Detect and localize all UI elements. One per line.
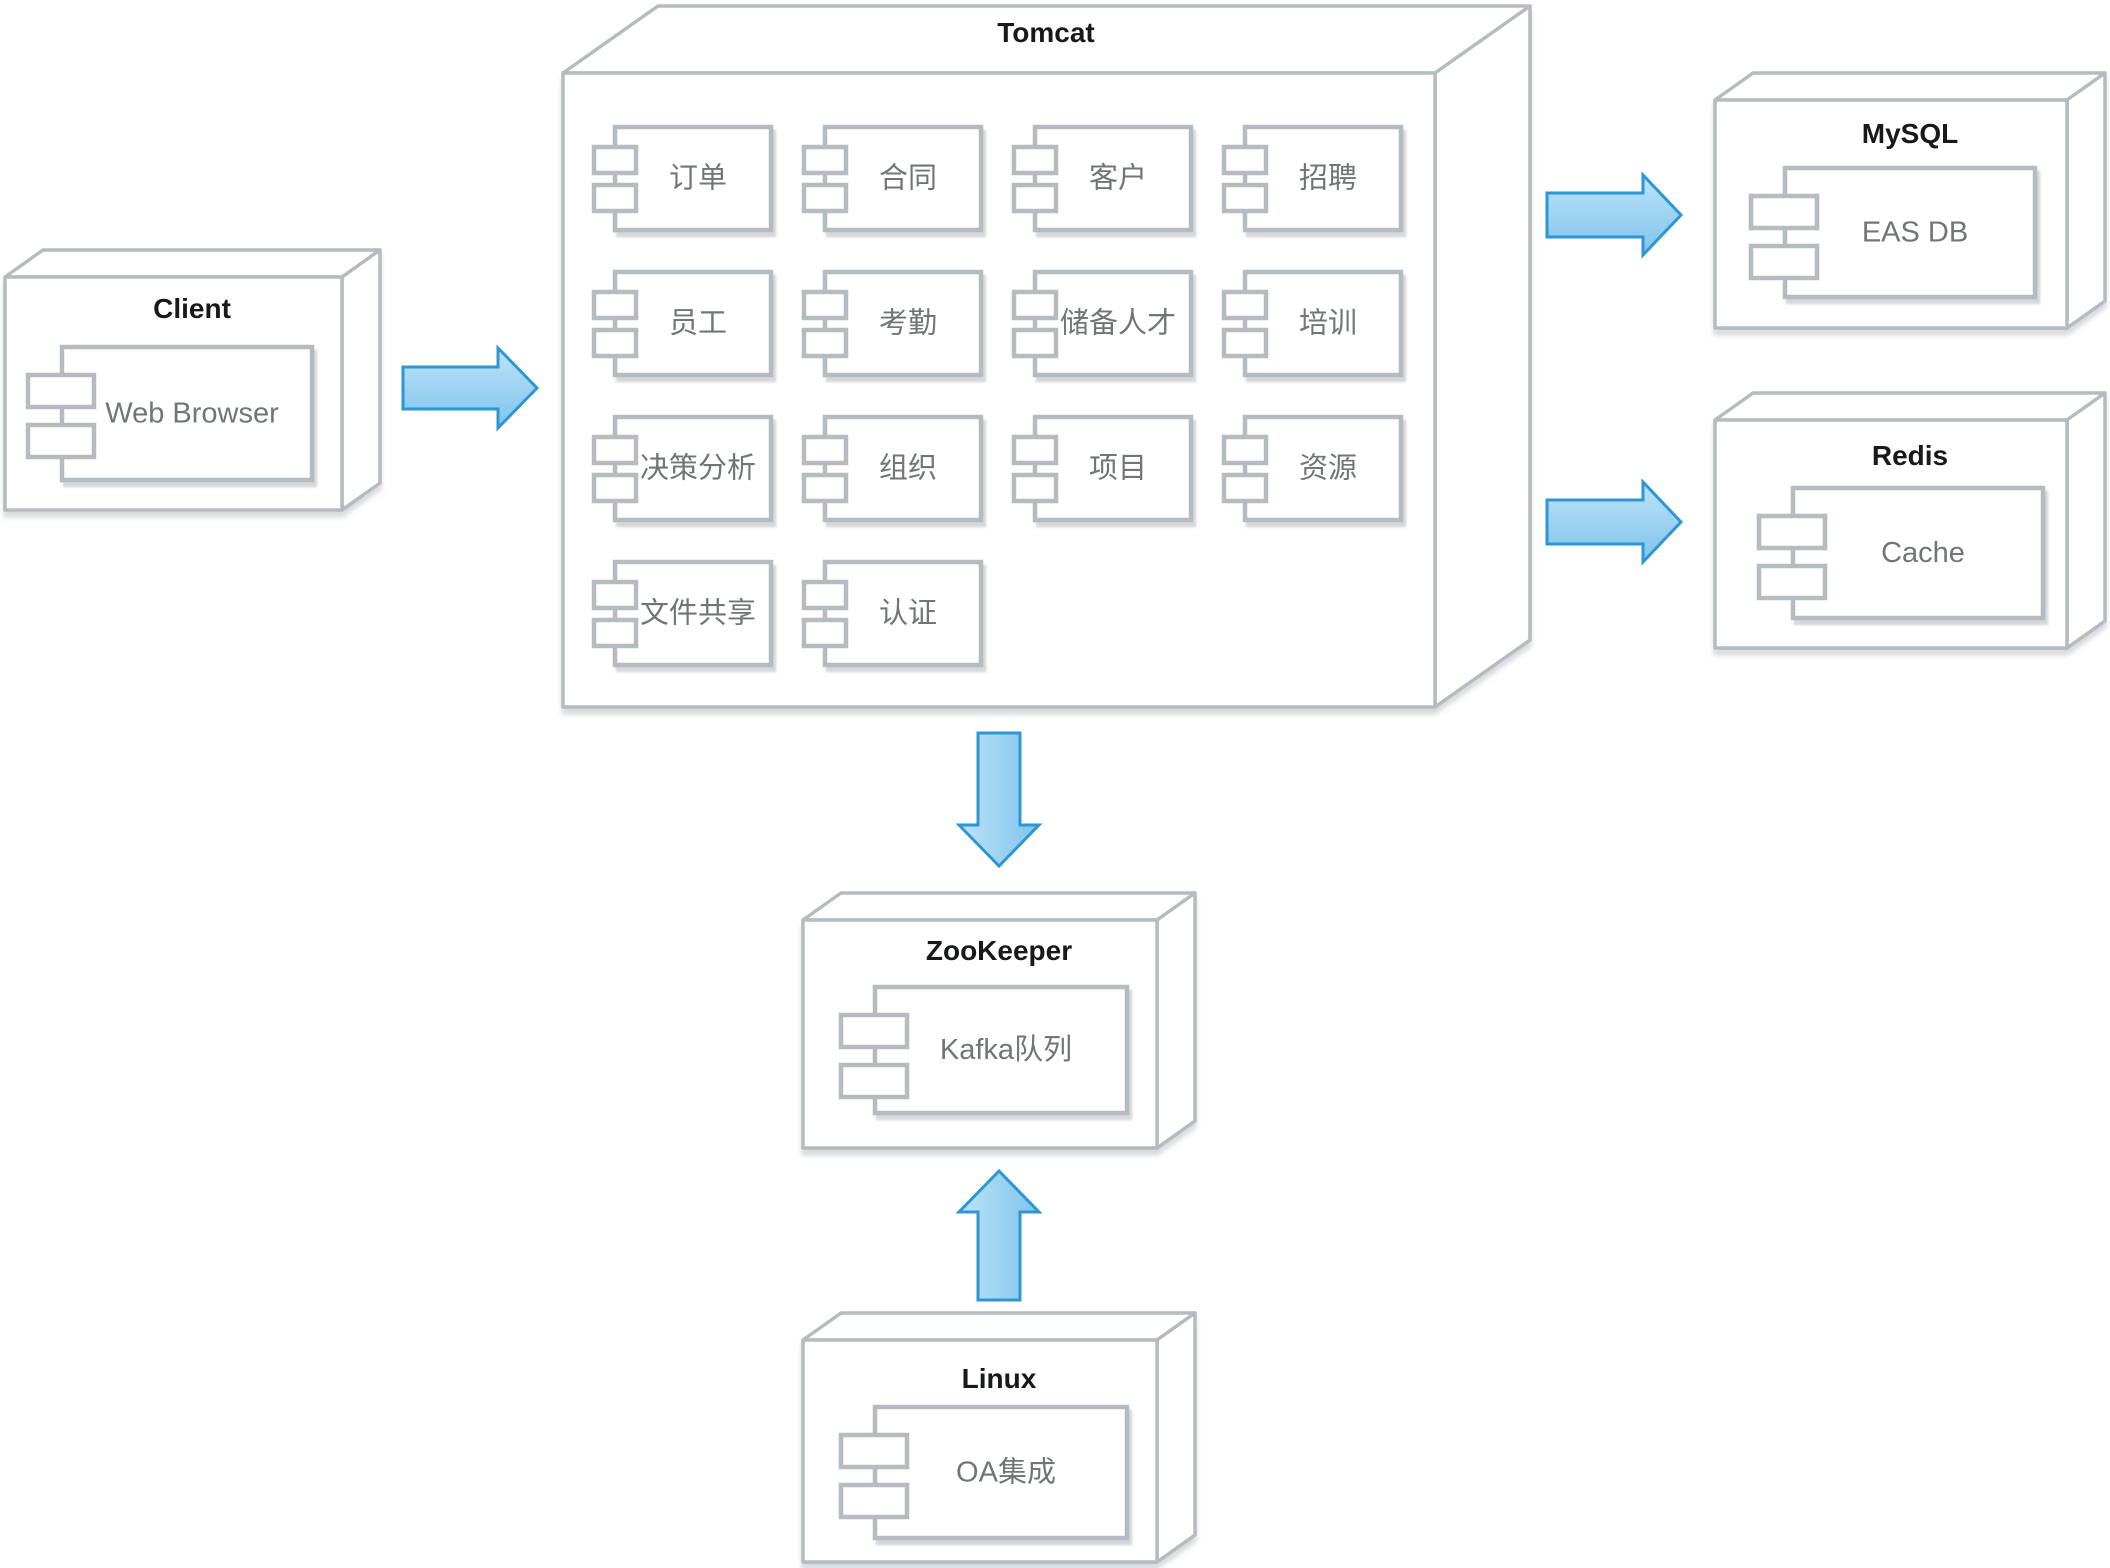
node-zookeeper-title: ZooKeeper xyxy=(926,935,1072,966)
component-oa-integration: OA集成 xyxy=(838,1404,1130,1541)
component-web-browser: Web Browser xyxy=(25,344,315,483)
component-port-tab xyxy=(1221,472,1269,504)
component-label: 文件共享 xyxy=(640,597,756,630)
component-port-tab xyxy=(591,327,639,359)
component-tomcat-1: 合同 xyxy=(801,124,984,233)
component-label: 组织 xyxy=(879,452,937,485)
component-tomcat-3: 招聘 xyxy=(1221,124,1404,233)
component-label: 资源 xyxy=(1299,452,1357,485)
component-port-tab xyxy=(1221,327,1269,359)
component-tomcat-12: 文件共享 xyxy=(591,559,774,668)
arrow-linux-to-zookeeper xyxy=(955,1168,1043,1302)
component-tomcat-4: 员工 xyxy=(591,269,774,378)
component-port-tab xyxy=(1221,434,1269,466)
component-label: OA集成 xyxy=(956,1456,1056,1489)
node-redis-title: Redis xyxy=(1872,440,1948,471)
component-tomcat-6: 储备人才 xyxy=(1011,269,1194,378)
component-port-tab xyxy=(1011,434,1059,466)
component-port-tab xyxy=(801,579,849,611)
component-label: 订单 xyxy=(669,162,727,195)
component-port-tab xyxy=(1221,144,1269,176)
arrow-tomcat-to-redis xyxy=(1545,478,1684,566)
component-port-tab xyxy=(1011,289,1059,321)
component-tomcat-8: 决策分析 xyxy=(591,414,774,523)
component-port-tab xyxy=(838,1482,910,1520)
component-label: 培训 xyxy=(1299,307,1357,340)
component-port-tab xyxy=(1011,182,1059,214)
component-tomcat-13: 认证 xyxy=(801,559,984,668)
component-tomcat-11: 资源 xyxy=(1221,414,1404,523)
component-port-tab xyxy=(801,472,849,504)
component-cache: Cache xyxy=(1756,485,2046,621)
component-label: Web Browser xyxy=(105,398,279,430)
component-port-tab xyxy=(801,182,849,214)
component-label: Kafka队列 xyxy=(940,1033,1072,1066)
component-port-tab xyxy=(801,617,849,649)
component-port-tab xyxy=(591,182,639,214)
component-port-tab xyxy=(25,422,97,460)
component-port-tab xyxy=(838,1062,910,1100)
component-tomcat-5: 考勤 xyxy=(801,269,984,378)
component-port-tab xyxy=(1221,182,1269,214)
component-label: 员工 xyxy=(669,308,727,340)
node-tomcat xyxy=(561,4,1532,709)
component-label: 项目 xyxy=(1089,453,1147,485)
component-port-tab xyxy=(591,289,639,321)
component-port-tab xyxy=(1221,289,1269,321)
node-linux-title: Linux xyxy=(962,1363,1037,1394)
component-port-tab xyxy=(1011,327,1059,359)
arrow-tomcat-to-zookeeper xyxy=(955,731,1043,869)
component-port-tab xyxy=(801,144,849,176)
component-port-tab xyxy=(25,372,97,410)
component-port-tab xyxy=(591,579,639,611)
node-tomcat-title: Tomcat xyxy=(997,17,1095,48)
component-tomcat-0: 订单 xyxy=(591,124,774,233)
component-tomcat-10: 项目 xyxy=(1011,414,1194,523)
component-port-tab xyxy=(1756,513,1828,551)
component-port-tab xyxy=(591,617,639,649)
component-label: 客户 xyxy=(1089,162,1147,195)
component-port-tab xyxy=(591,434,639,466)
component-label: 考勤 xyxy=(879,307,937,340)
component-label: 储备人才 xyxy=(1060,307,1176,340)
node-client-title: Client xyxy=(153,293,231,324)
component-label: 认证 xyxy=(879,597,937,630)
component-label: 决策分析 xyxy=(640,452,756,485)
component-tomcat-2: 客户 xyxy=(1011,124,1194,233)
arrow-tomcat-to-mysql xyxy=(1545,171,1684,259)
component-label: EAS DB xyxy=(1862,217,1968,249)
component-port-tab xyxy=(591,472,639,504)
component-kafka-queue: Kafka队列 xyxy=(838,984,1130,1116)
component-tomcat-9: 组织 xyxy=(801,414,984,523)
component-port-tab xyxy=(801,327,849,359)
component-port-tab xyxy=(1756,563,1828,601)
component-port-tab xyxy=(838,1012,910,1050)
component-eas-db: EAS DB xyxy=(1748,165,2038,300)
component-port-tab xyxy=(1011,144,1059,176)
component-tomcat-7: 培训 xyxy=(1221,269,1404,378)
component-port-tab xyxy=(1748,243,1820,281)
component-port-tab xyxy=(1748,193,1820,231)
component-port-tab xyxy=(801,434,849,466)
component-port-tab xyxy=(801,289,849,321)
component-label: 合同 xyxy=(879,162,937,195)
component-label: Cache xyxy=(1881,537,1965,569)
node-mysql-title: MySQL xyxy=(1862,118,1958,149)
component-label: 招聘 xyxy=(1299,162,1357,195)
component-port-tab xyxy=(1011,472,1059,504)
arrow-client-to-tomcat xyxy=(401,344,540,432)
component-port-tab xyxy=(591,144,639,176)
component-port-tab xyxy=(838,1432,910,1470)
